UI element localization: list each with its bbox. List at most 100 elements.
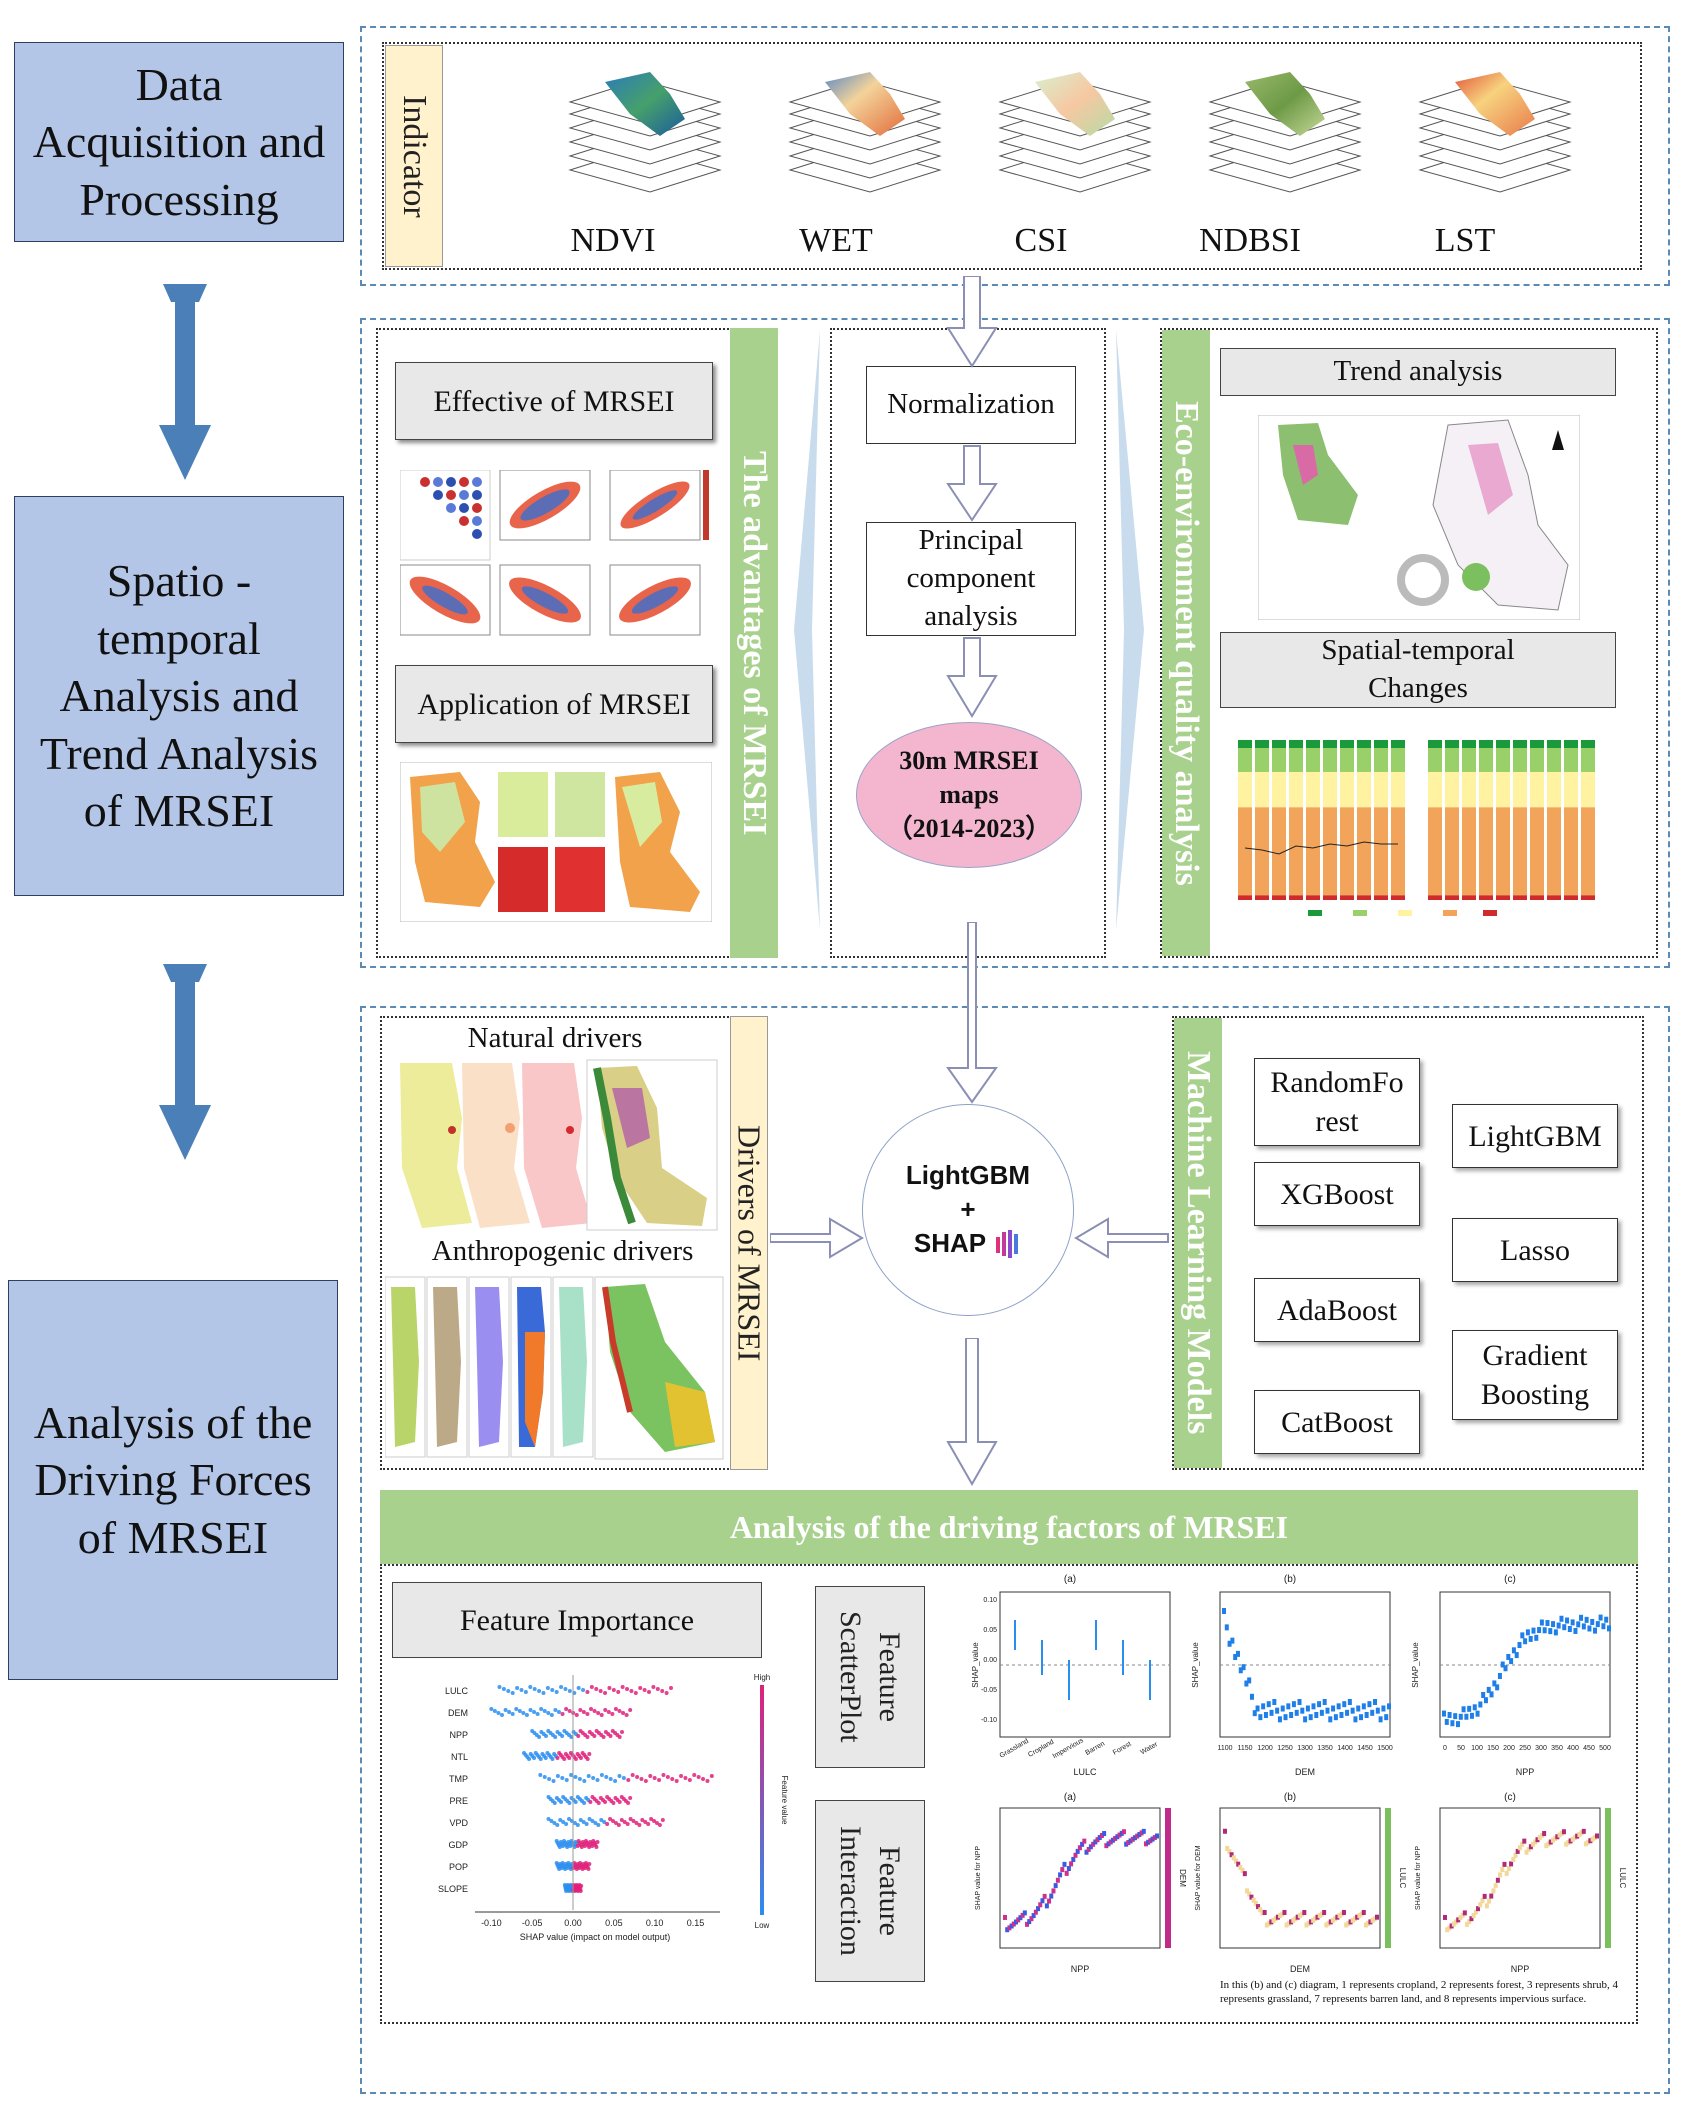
arrow-to-center (946, 922, 998, 1104)
shap-colorbar (760, 1685, 764, 1915)
interaction-panel-label: (b) (1284, 1792, 1296, 1803)
shap-feature-label: LULC (445, 1686, 469, 1696)
ml-panel (1172, 1016, 1644, 1470)
model-catboost: CatBoost (1254, 1390, 1420, 1454)
shap-xtick: 0.05 (605, 1918, 623, 1928)
natural-drivers-maps (400, 1059, 718, 1231)
scatter-ytick: 0.05 (983, 1627, 997, 1634)
shap-feature-row (530, 1729, 624, 1739)
model-adaboost: AdaBoost (1254, 1278, 1420, 1342)
interaction-xlabel: DEM (1290, 1964, 1310, 1974)
scatter-xtick: 200 (1503, 1745, 1515, 1752)
interaction-ylabel: SHAP value for NPP (1415, 1846, 1422, 1910)
shap-feature-row (522, 1751, 592, 1761)
shap-summary-chart: LULCDEMNPPNTLTMPPREVPDGDPPOPSLOPE-0.10-0… (438, 1673, 789, 1942)
down-arrow-icon (159, 964, 211, 1160)
stage-spatiotemporal-analysis: Spatio - temporal Analysis and Trend Ana… (14, 496, 344, 896)
shap-feature-label: POP (449, 1862, 468, 1872)
scatter-xtick: 300 (1535, 1745, 1547, 1752)
scatter-panel-label: (a) (1064, 1574, 1076, 1585)
shap-feature-label: DEM (448, 1708, 468, 1718)
trend-analysis-box: Trend analysis (1220, 348, 1616, 396)
center-line3: SHAP (913, 1227, 987, 1258)
scatter-xtick: 1250 (1277, 1745, 1293, 1752)
arrow-from-drivers (770, 1217, 864, 1259)
indicator-stack-1 (788, 72, 942, 193)
shap-colorbar-low: Low (755, 1921, 770, 1930)
analysis-banner: Analysis of the driving factors of MRSEI (380, 1490, 1638, 1564)
scatter-xtick: 1300 (1297, 1745, 1313, 1752)
shap-feature-label: VPD (449, 1818, 468, 1828)
right-chevron-icon (1116, 330, 1144, 930)
shap-xtick: -0.10 (481, 1918, 502, 1928)
indicator-map-stacks (568, 72, 1572, 193)
feature-interaction-label: Feature Interaction (834, 1826, 906, 1956)
interaction-cbar-label: DEM (1178, 1869, 1187, 1887)
drivers-title-bar: Drivers of MRSEI (730, 1016, 768, 1470)
model-lasso: Lasso (1452, 1218, 1618, 1282)
arrow-from-ml (1074, 1217, 1169, 1259)
scatter-category: Water (1140, 1741, 1160, 1757)
spatial-temporal-bar-figure (1238, 740, 1595, 918)
indicator-label-csi: CSI (1014, 222, 1068, 259)
scatter-xlabel: LULC (1073, 1767, 1097, 1777)
scatter-category: Cropland (1027, 1739, 1055, 1759)
scatter-ylabel: SHAP_value (971, 1642, 980, 1688)
scatter-ylabel: SHAP_value (1191, 1642, 1200, 1688)
model-gradient-boosting: Gradient Boosting (1452, 1330, 1618, 1420)
center-line1: LightGBM (905, 1160, 1031, 1191)
eco-panel (1160, 328, 1658, 958)
feature-scatterplot-box: Feature ScatterPlot (815, 1586, 925, 1768)
shap-colorbar-high: High (754, 1673, 770, 1682)
scatter-ytick: 0.00 (983, 1657, 997, 1664)
interaction-ylabel: SHAP value for NPP (975, 1846, 982, 1910)
shap-feature-row (546, 1795, 633, 1805)
mrsei-maps-ellipse: 30m MRSEI maps （2014-2023） (856, 722, 1082, 868)
indicator-label-wet: WET (799, 222, 873, 259)
scatter-panel-label: (c) (1504, 1574, 1516, 1585)
trend-map-figure (1258, 415, 1580, 620)
scatter-xtick: 1150 (1237, 1745, 1252, 1752)
indicator-label-lst: LST (1434, 222, 1496, 259)
mrsei-maps-line2: maps (939, 780, 999, 810)
interaction-caption: In this (b) and (c) diagram, 1 represent… (1220, 1979, 1619, 2006)
anthropogenic-drivers-maps (385, 1276, 724, 1460)
indicator-stack-4 (1418, 72, 1572, 193)
scatter-xtick: 1350 (1317, 1745, 1333, 1752)
shap-feature-label: TMP (449, 1774, 468, 1784)
scatter-xtick: 500 (1599, 1745, 1611, 1752)
section-mrsei (360, 318, 1670, 968)
scatter-xtick: 0 (1443, 1745, 1447, 1752)
interaction-xlabel: NPP (1071, 1964, 1090, 1974)
arrow-to-analysis (946, 1338, 998, 1487)
center-line2: + (960, 1194, 976, 1225)
scatter-xtick: 450 (1583, 1745, 1595, 1752)
down-arrow-icon (159, 284, 211, 480)
application-map-figure (400, 762, 712, 922)
interaction-cbar-label: LULC (1618, 1868, 1627, 1889)
drivers-title: Drivers of MRSEI (731, 1124, 768, 1362)
pca-box: Principal component analysis (866, 522, 1076, 636)
scatter-xtick: 250 (1519, 1745, 1531, 1752)
indicator-stack-2 (998, 72, 1152, 193)
model-xgboost: XGBoost (1254, 1162, 1420, 1226)
indicator-label-ndvi: NDVI (570, 222, 656, 259)
indicator-stack-3 (1208, 72, 1362, 193)
scatter-xtick: 350 (1551, 1745, 1563, 1752)
interaction-cbar-label: LULC (1398, 1868, 1407, 1889)
scatter-ytick: 0.10 (983, 1597, 997, 1604)
scatter-ylabel: SHAP_value (1411, 1642, 1420, 1688)
scatter-category: Barren (1084, 1740, 1106, 1757)
feature-importance-box: Feature Importance (392, 1582, 762, 1658)
shap-xtick: 0.10 (646, 1918, 664, 1928)
scatter-category: Impervious (1052, 1737, 1086, 1760)
scatter-category: Grassland (999, 1738, 1030, 1760)
shap-feature-label: PRE (449, 1796, 468, 1806)
scatter-ytick: -0.10 (981, 1717, 997, 1724)
application-of-mrsei-box: Application of MRSEI (395, 665, 713, 743)
natural-drivers-label: Natural drivers (467, 1022, 643, 1054)
interaction-panel-label: (a) (1064, 1792, 1076, 1803)
shap-feature-label: NPP (449, 1730, 468, 1740)
shap-feature-row (554, 1839, 600, 1849)
